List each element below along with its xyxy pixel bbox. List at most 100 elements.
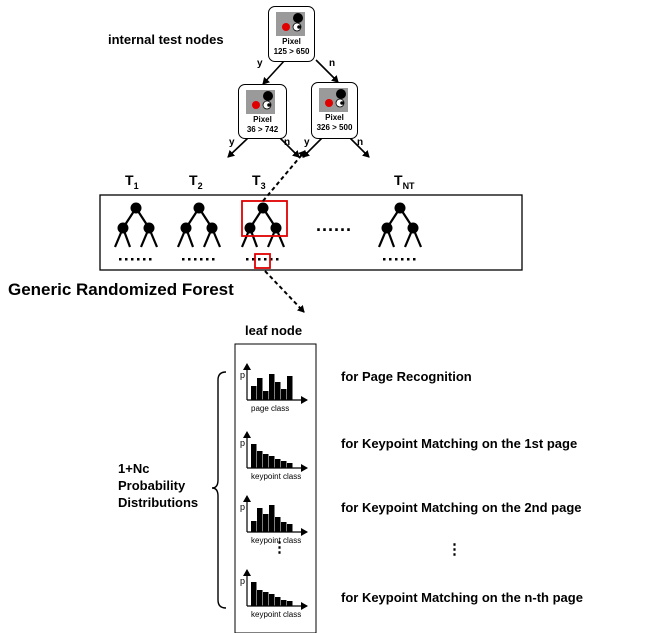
forest-label: Generic Randomized Forest [8, 280, 234, 299]
leaf-dot [119, 258, 122, 261]
right-test-node: Pixel 326 > 500 [311, 82, 358, 139]
tree-node [130, 202, 142, 214]
histogram-bar [287, 376, 293, 400]
tree-icon-t3 [240, 202, 286, 261]
histogram-axis-label: p [240, 438, 245, 448]
leaf-dot [407, 258, 410, 261]
histogram-bar [263, 592, 269, 606]
leaf-node-label: leaf node [245, 323, 303, 338]
zoom-down-arrow [264, 270, 305, 313]
purpose-keypoint-nth: for Keypoint Matching on the n-th page [341, 590, 583, 605]
histogram-bar [257, 451, 263, 468]
leaf-dot [212, 258, 215, 261]
leaf-dot [264, 258, 267, 261]
edge-label-no: n [329, 58, 336, 69]
leaf-dot [125, 258, 128, 261]
pixel-patch-icon [276, 12, 305, 36]
leaf-node-panel [234, 343, 317, 633]
pixel-patch-icon [319, 88, 348, 112]
histogram-bar [263, 391, 269, 400]
tree-node [407, 222, 419, 234]
histogram-bar [251, 386, 257, 400]
edge-label-yes: y [257, 58, 263, 69]
tree-node [244, 222, 256, 234]
probability-histogram: p keypoint class [240, 569, 308, 619]
leaf-dot [182, 258, 185, 261]
distribution-count-label: 1+Nc Probability Distributions [118, 460, 198, 511]
histogram-axis-label: p [240, 370, 245, 380]
leaf-dot [276, 258, 279, 261]
tree-icon-t2 [176, 202, 222, 261]
vertical-ellipsis-left: ⋮ [272, 539, 287, 556]
tree-node [117, 222, 129, 234]
histogram-class-label: page class [251, 404, 289, 413]
tree-icon-t1 [113, 202, 159, 261]
leaf-dot [137, 258, 140, 261]
histogram-bar [281, 600, 287, 606]
purpose-keypoint-2nd: for Keypoint Matching on the 2nd page [341, 500, 582, 515]
histogram-axis-label: p [240, 502, 245, 512]
leaf-dot [383, 258, 386, 261]
left-test-node: Pixel 36 > 742 [238, 84, 287, 139]
histogram-bar [257, 508, 263, 532]
leaf-dot [149, 258, 152, 261]
internal-test-nodes-label: internal test nodes [108, 32, 224, 47]
leaf-dot [206, 258, 209, 261]
distributions-brace [211, 371, 227, 609]
histogram-bar [269, 505, 275, 532]
histogram-bar [287, 601, 293, 606]
node-title: Pixel [325, 113, 344, 122]
leaf-dot [200, 258, 203, 261]
histogram-bar [251, 582, 257, 606]
node-test: 125 > 650 [273, 47, 310, 56]
selected-subtree-highlight [241, 200, 288, 237]
histogram-bar [275, 382, 281, 400]
histogram-bar [275, 459, 281, 468]
leaf-dot [246, 258, 249, 261]
histogram-class-label: keypoint class [251, 472, 301, 481]
node-test: 326 > 500 [316, 123, 353, 132]
purpose-keypoint-1st: for Keypoint Matching on the 1st page [341, 436, 578, 451]
histogram-bar [275, 517, 281, 532]
distribution-label-line: Probability [118, 478, 186, 493]
forest-box [99, 194, 523, 271]
tree-node [193, 202, 205, 214]
edge-label-yes: y [304, 137, 310, 148]
tree-node [143, 222, 155, 234]
histogram-bar [287, 524, 293, 532]
histogram-bar [281, 389, 287, 400]
histogram-bar [269, 456, 275, 468]
histogram-axis-label: p [240, 576, 245, 586]
distribution-label-line: Distributions [118, 495, 199, 510]
edge-label-no: n [284, 137, 291, 148]
histogram-bar [269, 594, 275, 606]
histogram-class-label: keypoint class [251, 610, 301, 619]
histogram-bar [257, 378, 263, 400]
histogram-bar [257, 590, 263, 606]
histogram-bar [251, 521, 257, 532]
leaf-dot [188, 258, 191, 261]
leaf-dot [413, 258, 416, 261]
tree-label-t2: T2 [189, 172, 203, 191]
tree-node [394, 202, 406, 214]
histogram-bar [275, 597, 281, 606]
zoom-up-arrow [262, 150, 306, 202]
leaf-dot [401, 258, 404, 261]
histogram-bar [281, 522, 287, 532]
tree-icon-tnt [377, 202, 423, 261]
leaf-dot [252, 258, 255, 261]
probability-histogram: p keypoint class [240, 431, 308, 481]
tree-node [270, 222, 282, 234]
distribution-label-line: 1+Nc [118, 461, 150, 476]
leaf-dot [270, 258, 273, 261]
root-test-node: Pixel 125 > 650 [268, 6, 315, 62]
leaf-dot [395, 258, 398, 261]
tree-node [257, 202, 269, 214]
histogram-bar [251, 444, 257, 468]
edge-label-yes: y [229, 137, 235, 148]
trees-ellipsis: ...... [316, 215, 353, 235]
tree-label-t1: T1 [125, 172, 139, 191]
leaf-dot [194, 258, 197, 261]
